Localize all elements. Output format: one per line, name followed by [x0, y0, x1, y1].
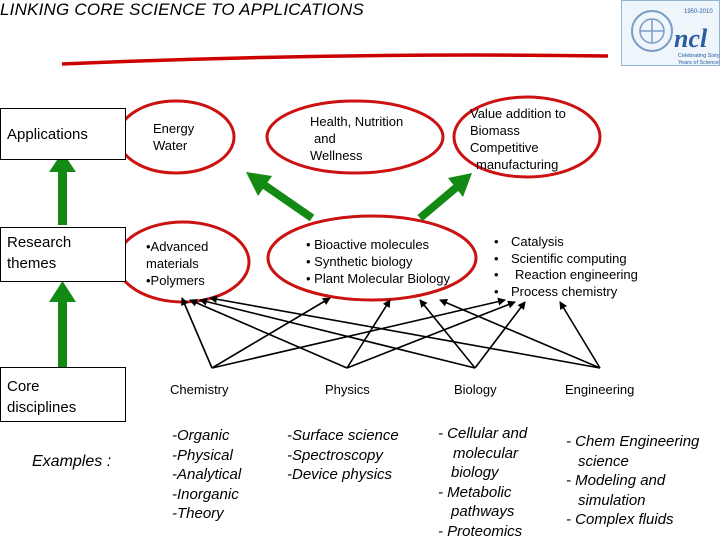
connector-arrows [182, 298, 600, 368]
app-health-line1: Health, Nutrition [310, 113, 403, 130]
title-underline [62, 55, 608, 64]
row-label-core-line2: disciplines [7, 397, 119, 418]
example-engineering-5: - Complex fluids [566, 510, 699, 530]
theme-materials-line2: materials [146, 255, 208, 272]
bullet-dot-icon: • [494, 267, 499, 284]
connector-9 [475, 302, 525, 368]
example-engineering-1: - Chem Engineering [566, 432, 699, 452]
theme-process-items: Catalysis Scientific computing Reaction … [511, 234, 638, 300]
theme-bio-line1: • Bioactive molecules [306, 236, 450, 253]
row-label-research-themes: Research themes [0, 227, 126, 282]
theme-process-line3: Reaction engineering [511, 267, 638, 284]
app-value-line4: manufacturing [470, 156, 566, 173]
theme-bio-line3: • Plant Molecular Biology [306, 270, 450, 287]
connector-3 [212, 300, 505, 368]
example-engineering-2: science [566, 452, 699, 472]
theme-process-bullets: • • • • [494, 234, 499, 300]
bullet-dot-icon: • [494, 251, 499, 268]
row-label-research-line1: Research [7, 232, 119, 253]
example-chemistry-3: -Analytical [172, 465, 241, 485]
app-water: Water [153, 137, 194, 154]
examples-physics: -Surface science -Spectroscopy -Device p… [287, 426, 399, 485]
example-engineering-3: - Modeling and [566, 471, 699, 491]
connector-6 [347, 302, 515, 368]
example-biology-5: pathways [438, 502, 527, 522]
row-label-core-line1: Core [7, 376, 119, 397]
app-energy-water: Energy Water [153, 120, 194, 154]
example-physics-3: -Device physics [287, 465, 399, 485]
row-label-applications: Applications [0, 108, 126, 160]
app-health-line3: Wellness [310, 147, 403, 164]
example-physics-2: -Spectroscopy [287, 446, 399, 466]
bullet-dot-icon: • [494, 234, 499, 251]
example-biology-2: molecular [438, 444, 527, 464]
connector-1 [182, 298, 212, 368]
example-chemistry-4: -Inorganic [172, 485, 241, 505]
connector-10 [210, 298, 600, 368]
bullet-dot-icon: • [494, 284, 499, 301]
row-label-examples: Examples : [32, 453, 111, 471]
connector-4 [190, 300, 347, 368]
app-energy: Energy [153, 120, 194, 137]
theme-bio-line2: • Synthetic biology [306, 253, 450, 270]
examples-engineering: - Chem Engineering science - Modeling an… [566, 432, 699, 530]
vertical-arrow-themes-to-applications [49, 152, 76, 225]
theme-bio: • Bioactive molecules • Synthetic biolog… [306, 236, 450, 287]
example-physics-1: -Surface science [287, 426, 399, 446]
row-label-applications-text: Applications [7, 126, 88, 143]
row-label-core-disciplines: Core disciplines [0, 367, 126, 422]
discipline-physics: Physics [325, 382, 370, 397]
example-biology-6: - Proteomics [438, 522, 527, 541]
example-biology-1: - Cellular and [438, 424, 527, 444]
app-value-line3: Competitive [470, 139, 566, 156]
green-arrow-to-value [420, 173, 472, 218]
example-chemistry-2: -Physical [172, 446, 241, 466]
row-label-research-line2: themes [7, 253, 119, 274]
example-biology-4: - Metabolic [438, 483, 527, 503]
example-biology-3: biology [438, 463, 527, 483]
theme-materials-line1: •Advanced [146, 238, 208, 255]
vertical-arrow-disciplines-to-themes [49, 281, 76, 367]
theme-process-line1: Catalysis [511, 234, 638, 251]
app-value-line2: Biomass [470, 122, 566, 139]
theme-process-line2: Scientific computing [511, 251, 638, 268]
theme-materials-line3: •Polymers [146, 272, 208, 289]
connector-5 [347, 300, 390, 368]
theme-materials: •Advanced materials •Polymers [146, 238, 208, 289]
theme-process-line4: Process chemistry [511, 284, 638, 301]
green-arrow-to-health [246, 172, 312, 218]
discipline-engineering: Engineering [565, 382, 634, 397]
examples-chemistry: -Organic -Physical -Analytical -Inorgani… [172, 426, 241, 524]
app-value-line1: Value addition to [470, 105, 566, 122]
discipline-biology: Biology [454, 382, 497, 397]
examples-biology: - Cellular and molecular biology - Metab… [438, 424, 527, 541]
example-engineering-4: simulation [566, 491, 699, 511]
example-chemistry-1: -Organic [172, 426, 241, 446]
app-health: Health, Nutrition and Wellness [310, 113, 403, 164]
connector-11 [440, 300, 600, 368]
example-chemistry-5: -Theory [172, 504, 241, 524]
discipline-chemistry: Chemistry [170, 382, 229, 397]
connector-8 [420, 300, 475, 368]
connector-12 [560, 302, 600, 368]
app-health-line2: and [310, 130, 403, 147]
app-value: Value addition to Biomass Competitive ma… [470, 105, 566, 173]
